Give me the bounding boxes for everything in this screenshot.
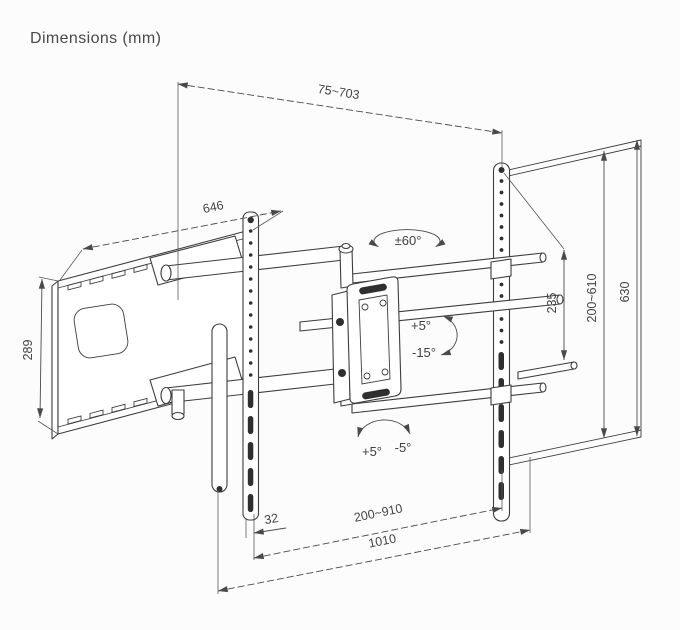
level-arc [357,419,411,438]
dim-rail-to-arm: 235 [503,172,568,361]
dim-label-vesa-horizontal-range: 200~910 [353,501,404,524]
tilt-arc [440,315,458,356]
tilt-down-label: -15° [412,345,436,360]
cable-opening [73,303,129,359]
dim-extension-range: 75~703 [177,82,503,300]
dim-label-rail-to-arm: 235 [545,293,559,314]
dim-overall-width: 1010 [217,457,531,594]
level-adjust-annotation: +5° -5° [357,419,413,461]
tilt-up-label: +5° [411,318,431,333]
dim-vesa-vertical-range: 200~610 [585,150,608,439]
dim-wall-plate-width: 646 [59,198,284,281]
rail-clamp-lower [490,384,512,406]
left-tv-rail [242,211,260,521]
dim-wall-plate-height: 289 [21,276,59,435]
swivel-annotation: ±60° [368,229,446,250]
page-title: Dimensions (mm) [30,30,161,47]
left-rail-slots [247,390,254,512]
dim-label-extension-range: 75~703 [317,82,361,102]
dim-label-rail-offset: 32 [263,511,279,527]
level-plus-label: +5° [362,444,382,459]
pivot-foot [171,389,185,415]
swivel-arc [368,229,446,248]
arm-rest-bar [517,361,575,380]
rail-clamp-upper [490,258,512,280]
dim-label-vesa-vertical-range: 200~610 [585,273,599,322]
right-rail-slots [498,352,504,500]
swivel-label: ±60° [395,233,422,248]
right-tv-rail [492,162,511,522]
dim-label-wall-plate-height: 289 [21,340,35,361]
vesa-plate [331,276,402,404]
upper-elbow-post [339,247,354,289]
dim-label-wall-plate-width: 646 [202,198,225,216]
dim-tv-height: 630 [618,139,641,437]
tilt-annotation: +5° -15° [409,315,458,362]
dim-label-tv-height: 630 [618,282,632,303]
level-minus-label: -5° [395,440,412,455]
dim-label-overall-width: 1010 [367,532,397,551]
left-guide-bar [211,323,228,493]
